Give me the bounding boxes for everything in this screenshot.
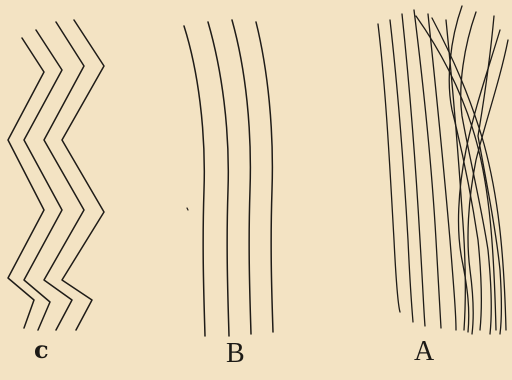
fiber-b-speck [187, 208, 188, 210]
fiber-c-1 [8, 38, 44, 328]
fiber-b-2 [208, 22, 229, 336]
fiber-a-5 [428, 14, 456, 330]
fiber-a-4 [414, 10, 441, 328]
fiber-a-6 [416, 16, 496, 330]
fiber-a-1 [378, 24, 400, 312]
panel-a-fibers [378, 6, 508, 334]
fiber-a-3 [402, 14, 425, 326]
panel-b-fibers [184, 20, 273, 336]
fiber-c-3 [44, 22, 84, 330]
panel-label-b: B [226, 340, 245, 368]
fiber-a-11 [468, 40, 508, 334]
panel-label-a: A [414, 338, 434, 366]
fiber-a-2 [390, 20, 413, 322]
panel-label-c: c [34, 336, 49, 364]
panel-c-fibers [8, 20, 104, 330]
fiber-b-4 [256, 22, 273, 332]
fiber-b-1 [184, 26, 205, 336]
fiber-b-3 [232, 20, 251, 334]
